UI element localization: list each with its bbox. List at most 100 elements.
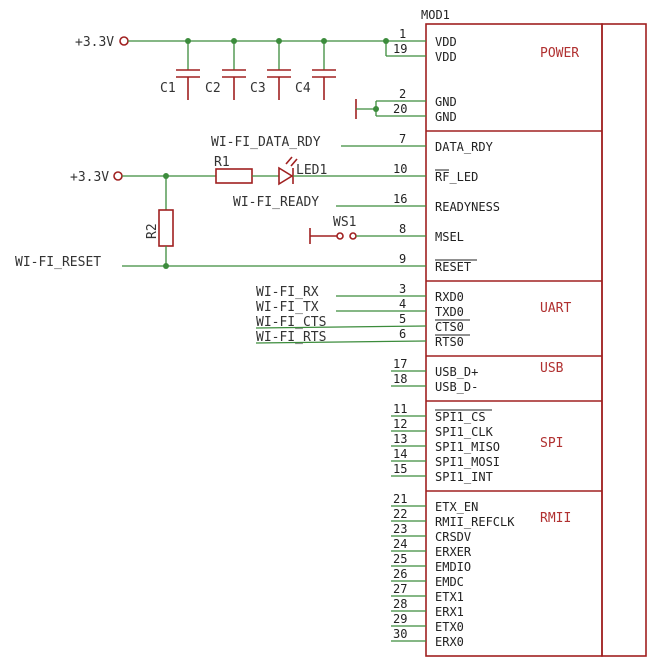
pin-name: MSEL xyxy=(435,230,464,244)
pin-name: EMDIO xyxy=(435,560,471,574)
net-label-ready: WI-FI_READY xyxy=(233,195,319,210)
pin-name: VDD xyxy=(435,50,457,64)
pin-name: DATA_RDY xyxy=(435,140,494,154)
pin-number: 14 xyxy=(393,447,407,461)
pin-number: 4 xyxy=(399,297,406,311)
resistor-r2-label: R2 xyxy=(145,223,160,239)
switch-icon xyxy=(309,228,357,244)
module-name: MOD1 xyxy=(421,8,450,22)
pin-name: SPI1_MISO xyxy=(435,440,500,454)
junction-dot xyxy=(383,38,389,44)
led-label: LED1 xyxy=(296,163,327,178)
supply-connector-mid xyxy=(113,171,123,181)
supply-label-mid: +3.3V xyxy=(70,170,109,185)
section-label-uart: UART xyxy=(540,301,571,316)
net-label-data-rdy: WI-FI_DATA_RDY xyxy=(211,135,321,150)
pin-name: ERX0 xyxy=(435,635,464,649)
capacitor-c3 xyxy=(267,41,291,100)
pin-name: CTS0 xyxy=(435,320,464,334)
pin-name: ETX1 xyxy=(435,590,464,604)
pin-number: 19 xyxy=(393,42,407,56)
net-label-reset: WI-FI_RESET xyxy=(15,255,101,270)
module-outline xyxy=(425,23,647,657)
section-label-power: POWER xyxy=(540,46,579,61)
pin-name: RMII_REFCLK xyxy=(435,515,515,529)
section-label-rmii: RMII xyxy=(540,511,571,526)
pin-number: 9 xyxy=(399,252,406,266)
pin-name: EMDC xyxy=(435,575,464,589)
capacitor-label: C3 xyxy=(250,81,266,96)
pin-number: 26 xyxy=(393,567,407,581)
switch-label: WS1 xyxy=(333,215,356,230)
pin-name: RTS0 xyxy=(435,335,464,349)
net-label-tx: WI-FI_TX xyxy=(256,300,319,315)
capacitor-c1 xyxy=(176,41,200,100)
pin-name: ETX_EN xyxy=(435,500,478,514)
pin-name: RXD0 xyxy=(435,290,464,304)
pin-name: CRSDV xyxy=(435,530,471,544)
net-label-rx: WI-FI_RX xyxy=(256,285,319,300)
pin-number: 7 xyxy=(399,132,406,146)
pin-number: 8 xyxy=(399,222,406,236)
section-label-spi: SPI xyxy=(540,436,563,451)
pin-number: 11 xyxy=(393,402,407,416)
pin-number: 17 xyxy=(393,357,407,371)
pin-name: SPI1_CLK xyxy=(435,425,494,439)
pin-stubs xyxy=(375,40,426,642)
pin-number: 12 xyxy=(393,417,407,431)
pin-number: 21 xyxy=(393,492,407,506)
pin-name: USB_D- xyxy=(435,380,478,394)
capacitor-label: C1 xyxy=(160,81,176,96)
capacitor-c2 xyxy=(222,41,246,100)
ground-symbol xyxy=(355,99,379,119)
pin-name: RF_LED xyxy=(435,170,478,184)
pin-number: 24 xyxy=(393,537,407,551)
pin-name: SPI1_INT xyxy=(435,470,493,484)
supply-connector-top xyxy=(119,36,129,46)
pin-number: 10 xyxy=(393,162,407,176)
pin-number: 2 xyxy=(399,87,406,101)
pin-name: ERXER xyxy=(435,545,472,559)
pin-name: RESET xyxy=(435,260,471,274)
capacitor-c4 xyxy=(312,41,336,100)
pin-number: 22 xyxy=(393,507,407,521)
pin-number: 15 xyxy=(393,462,407,476)
pin-name: GND xyxy=(435,110,457,124)
resistor-r1-label: R1 xyxy=(214,155,230,170)
pin-number: 5 xyxy=(399,312,406,326)
junction-dot xyxy=(163,263,169,269)
pin-number: 6 xyxy=(399,327,406,341)
pin-number: 29 xyxy=(393,612,407,626)
pin-number: 28 xyxy=(393,597,407,611)
pin-number: 23 xyxy=(393,522,407,536)
pin-number: 20 xyxy=(393,102,407,116)
pin-name: USB_D+ xyxy=(435,365,478,379)
pin-name: READYNESS xyxy=(435,200,500,214)
pin-name: TXD0 xyxy=(435,305,464,319)
pin-name: VDD xyxy=(435,35,457,49)
pin-name: ETX0 xyxy=(435,620,464,634)
pin-number: 16 xyxy=(393,192,407,206)
overbars xyxy=(435,169,492,411)
pin-number: 1 xyxy=(399,27,406,41)
pin-name: GND xyxy=(435,95,457,109)
resistor-r2 xyxy=(158,209,174,247)
pin-name: ERX1 xyxy=(435,605,464,619)
pin-name: SPI1_MOSI xyxy=(435,455,500,469)
section-label-usb: USB xyxy=(540,361,564,376)
capacitor-label: C2 xyxy=(205,81,221,96)
pin-number: 18 xyxy=(393,372,407,386)
pin-number: 27 xyxy=(393,582,407,596)
pin-number: 25 xyxy=(393,552,407,566)
pin-number: 30 xyxy=(393,627,407,641)
pin-name: SPI1_CS xyxy=(435,410,486,424)
led-icon xyxy=(278,156,298,186)
net-label-rts: WI-FI_RTS xyxy=(256,330,326,345)
supply-label-top: +3.3V xyxy=(75,35,114,50)
pin-number: 3 xyxy=(399,282,406,296)
resistor-r1 xyxy=(215,168,253,184)
pin-number: 13 xyxy=(393,432,407,446)
capacitor-label: C4 xyxy=(295,81,311,96)
net-label-cts: WI-FI_CTS xyxy=(256,315,326,330)
